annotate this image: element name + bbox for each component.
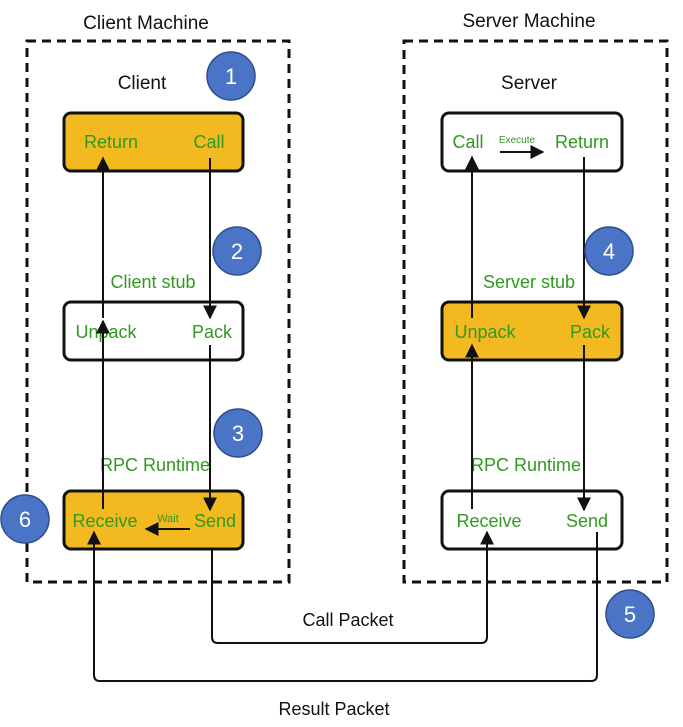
- call-packet-label: Call Packet: [302, 610, 393, 630]
- result-packet-label: Result Packet: [278, 699, 389, 719]
- client-send-label: Send: [194, 511, 236, 531]
- step-badge-6: 6: [0, 494, 50, 544]
- server-label: Server: [501, 73, 558, 94]
- client-machine-title: Client Machine: [83, 13, 209, 34]
- server-runtime-title: RPC Runtime: [471, 455, 581, 475]
- client-machine-boundary: [25, 39, 291, 584]
- server-execute-label: Execute: [499, 135, 536, 146]
- call-packet-arrow: [211, 530, 494, 644]
- svg-text:3: 3: [232, 421, 244, 446]
- server-app-box: [440, 111, 624, 173]
- result-packet-arrow: [87, 530, 598, 682]
- client-call-label: Call: [193, 132, 224, 152]
- client-wait-label: Wait: [157, 513, 179, 525]
- server-send-label: Send: [566, 511, 608, 531]
- svg-text:4: 4: [603, 239, 615, 264]
- server-machine-boundary: [402, 39, 669, 584]
- client-unpack-label: Unpack: [75, 322, 137, 342]
- step-badge-4: 4: [584, 226, 634, 276]
- client-return-label: Return: [84, 132, 138, 152]
- server-receive-label: Receive: [456, 511, 521, 531]
- step-badge-3: 3: [213, 408, 263, 458]
- client-app-box: [62, 111, 245, 173]
- client-label: Client: [118, 73, 167, 94]
- client-runtime-title: RPC Runtime: [100, 455, 210, 475]
- server-call-label: Call: [452, 132, 483, 152]
- svg-text:6: 6: [19, 507, 31, 532]
- server-stub-title: Server stub: [483, 272, 575, 292]
- client-stub-title: Client stub: [110, 272, 195, 292]
- server-machine-title: Server Machine: [462, 11, 595, 32]
- step-badge-2: 2: [212, 226, 262, 276]
- step-badge-1: 1: [206, 51, 256, 101]
- svg-text:1: 1: [225, 64, 237, 89]
- client-runtime-box: [62, 489, 245, 551]
- client-stub-box: [62, 300, 245, 362]
- server-unpack-label: Unpack: [454, 322, 516, 342]
- svg-text:2: 2: [231, 239, 243, 264]
- server-pack-label: Pack: [570, 322, 611, 342]
- svg-text:5: 5: [624, 602, 636, 627]
- client-pack-label: Pack: [192, 322, 233, 342]
- server-return-label: Return: [555, 132, 609, 152]
- step-badge-5: 5: [605, 589, 655, 639]
- client-receive-label: Receive: [72, 511, 137, 531]
